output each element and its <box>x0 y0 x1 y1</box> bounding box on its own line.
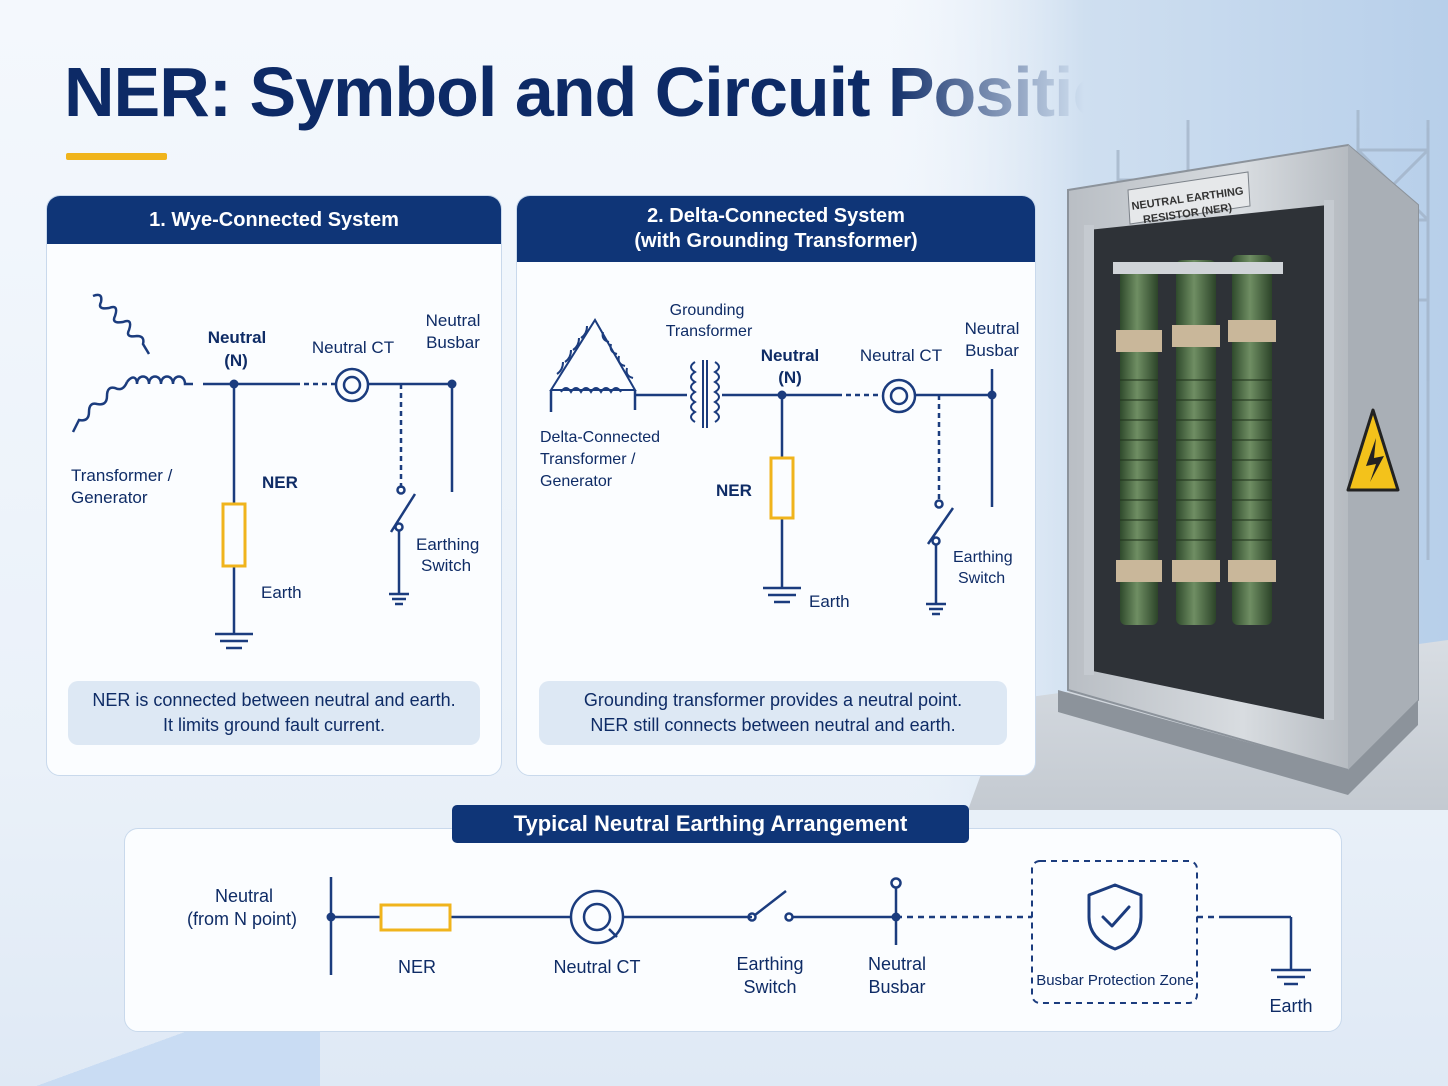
shield-check-icon <box>1087 883 1143 951</box>
delta-winding <box>549 318 637 391</box>
grounding-transformer-label-2: Transformer <box>666 323 753 340</box>
earthing-switch-label-1: Earthing <box>416 535 479 554</box>
neutral-n-label-2: (N) <box>778 368 802 387</box>
wye-system-panel: 1. Wye-Connected System <box>46 195 502 776</box>
ner-label: NER <box>262 473 298 492</box>
delta-source-label-1: Delta-Connected <box>540 429 660 446</box>
neutral-busbar-label-1: Neutral <box>426 311 481 330</box>
delta-system-panel: 2. Delta-Connected System (with Groundin… <box>516 195 1036 776</box>
protection-zone-label: Busbar Protection Zone <box>1036 972 1194 989</box>
neutral-ct-label-2: Neutral CT <box>860 346 942 365</box>
grounding-transformer-coil <box>690 361 697 423</box>
neutral-label-2: Neutral <box>761 346 820 365</box>
delta-note: Grounding transformer provides a neutral… <box>539 681 1007 745</box>
wye-note-line1: NER is connected between neutral and ear… <box>92 690 456 710</box>
arr-neutral-busbar-label-1: Neutral <box>868 954 926 974</box>
neutral-ct-label: Neutral CT <box>312 338 394 357</box>
earthing-switch-label-2: Switch <box>421 556 471 575</box>
high-voltage-warning-icon <box>1346 408 1400 492</box>
grounding-transformer-label-1: Grounding <box>670 302 745 319</box>
ner-resistor-symbol-2 <box>769 456 795 520</box>
arr-earthing-switch-label-2: Switch <box>743 977 796 997</box>
resistor-coils <box>1113 255 1283 625</box>
neutral-node-2 <box>777 390 787 400</box>
protection-zone-box <box>1031 860 1198 1004</box>
neutral-label: Neutral <box>208 328 267 347</box>
arr-neutral-busbar-label-2: Busbar <box>868 977 925 997</box>
busbar-node-2 <box>987 390 997 400</box>
arr-earthing-switch-label-1: Earthing <box>736 954 803 974</box>
neutral-node <box>229 379 239 389</box>
wye-panel-header: 1. Wye-Connected System <box>47 196 501 244</box>
neutral-point-node <box>326 912 336 922</box>
wye-winding-left <box>71 381 129 433</box>
ner-cabinet-photo: NEUTRAL EARTHING RESISTOR (NER) <box>888 0 1448 810</box>
delta-source-label-3: Generator <box>540 473 613 490</box>
earthing-switch-label-2a: Earthing <box>953 549 1013 566</box>
title-underline <box>66 153 167 160</box>
earthing-switch-label-2b: Switch <box>958 570 1005 587</box>
wye-note: NER is connected between neutral and ear… <box>68 681 480 745</box>
delta-note-line1: Grounding transformer provides a neutral… <box>583 690 963 710</box>
arr-neutral-ct-label: Neutral CT <box>553 957 640 977</box>
delta-note-line2: NER still connects between neutral and e… <box>590 715 956 735</box>
earth-label-2: Earth <box>809 592 850 611</box>
wye-circuit-diagram: Neutral (N) Neutral CT Neutral Busbar Tr… <box>71 293 481 650</box>
delta-source-label-2: Transformer / <box>540 451 636 468</box>
arr-neutral-label-2: (from N point) <box>187 909 297 929</box>
ner-resistor-symbol <box>221 502 247 568</box>
wye-panel-title: 1. Wye-Connected System <box>149 208 399 231</box>
arrangement-diagram: Neutral (from N point) NER Neutral CT Ea… <box>187 860 1313 1016</box>
delta-circuit-diagram: Grounding Transformer Neutral (N) Neutra… <box>540 302 1020 616</box>
arrangement-panel: Neutral (from N point) NER Neutral CT Ea… <box>124 828 1342 1032</box>
ner-label-2: NER <box>716 481 752 500</box>
wye-winding-right <box>126 375 193 386</box>
wye-winding-top <box>92 293 151 355</box>
neutral-n-label: (N) <box>224 351 248 370</box>
delta-panel-title-1: 2. Delta-Connected System <box>647 205 905 227</box>
arr-earth-label: Earth <box>1269 996 1312 1016</box>
delta-panel-header: 2. Delta-Connected System (with Groundin… <box>517 196 1035 262</box>
source-label-2: Generator <box>71 488 148 507</box>
arr-ner-label: NER <box>398 957 436 977</box>
delta-panel-title-2: (with Grounding Transformer) <box>634 230 918 252</box>
arrangement-title: Typical Neutral Earthing Arrangement <box>452 805 969 843</box>
arr-neutral-label-1: Neutral <box>215 886 273 906</box>
earth-label: Earth <box>261 583 302 602</box>
busbar-node <box>447 379 457 389</box>
neutral-busbar-label-2b: Busbar <box>965 341 1019 360</box>
neutral-busbar-label-2a: Neutral <box>965 319 1020 338</box>
source-label-1: Transformer / <box>71 466 173 485</box>
ner-resistor-symbol-3 <box>379 903 452 932</box>
busbar-point-node <box>891 912 901 922</box>
neutral-busbar-label-2: Busbar <box>426 333 480 352</box>
wye-note-line2: It limits ground fault current. <box>162 715 386 735</box>
